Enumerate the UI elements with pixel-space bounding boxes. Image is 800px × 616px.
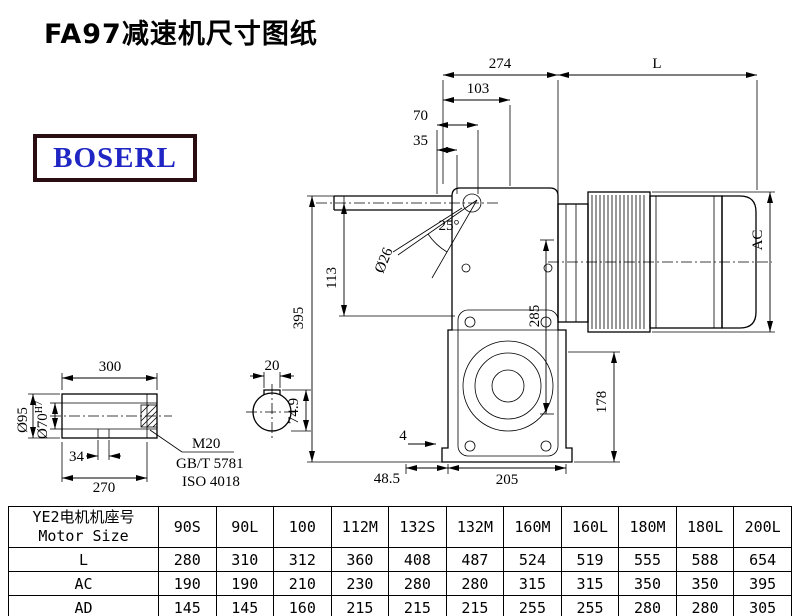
dim-285-label: 285 [527,305,543,328]
value-cell: 350 [618,571,677,596]
value-cell: 215 [388,595,447,616]
table-row: AD 145 145 160 215 215 215 255 255 280 2… [8,595,792,616]
dia-70h7-label: Ø70H7 [34,401,51,439]
value-cell: 305 [733,595,792,616]
value-cell: 588 [675,547,735,572]
dia-26-label: Ø26 [372,245,397,275]
value-cell: 315 [560,571,620,596]
column-header: 132S [388,506,447,548]
dim-34-label: 34 [69,449,85,465]
dim-AC-label: AC [750,230,766,251]
dia-95-label: Ø95 [15,407,31,433]
value-cell: 190 [158,571,217,596]
column-header: 100 [273,506,332,548]
value-cell: 210 [273,571,332,596]
table-row: AC 190 190 210 230 280 280 315 315 350 3… [8,571,792,596]
value-cell: 555 [618,547,677,572]
dim-74-9-label: 74.9 [286,398,302,424]
dimension-lines [28,72,775,482]
dim-4-label: 4 [399,428,407,444]
row-label: L [8,547,159,572]
dim-L-label: L [652,56,661,72]
value-cell: 310 [215,547,275,572]
dim-178-label: 178 [594,391,610,414]
value-cell: 524 [503,547,562,572]
drawing-title: FA97减速机尺寸图纸 [44,19,318,50]
dim-395-label: 395 [291,307,307,330]
row-label: AD [8,595,159,616]
value-cell: 280 [675,595,735,616]
value-cell: 408 [388,547,447,572]
value-cell: 230 [330,571,390,596]
dim-48-5-label: 48.5 [374,471,400,487]
h7-tolerance: H7 [34,401,45,413]
value-cell: 315 [503,571,562,596]
dim-103-label: 103 [467,81,490,97]
value-cell: 145 [215,595,275,616]
motor [548,191,772,333]
output-shaft [316,193,500,279]
value-cell: 145 [158,595,217,616]
m20-label: M20 [192,436,220,452]
column-header: 180M [618,506,677,548]
dimension-labels: 274 L 103 70 35 25° Ø26 395 113 285 AC 1… [15,56,766,496]
table-header-row: YE2电机机座号 Motor Size 90S 90L 100 112M 132… [8,506,792,548]
value-cell: 280 [388,571,447,596]
value-cell: 654 [733,547,792,572]
value-cell: 215 [330,595,390,616]
column-header: 132M [445,506,505,548]
dim-300-label: 300 [99,359,122,375]
value-cell: 360 [330,547,390,572]
iso-4018-label: ISO 4018 [182,474,240,490]
column-header: 200L [733,506,792,548]
value-cell: 487 [445,547,505,572]
dimension-drawing: 274 L 103 70 35 25° Ø26 395 113 285 AC 1… [15,56,775,496]
value-cell: 190 [215,571,275,596]
dim-205-label: 205 [496,472,519,488]
motor-size-header-cn: YE2电机机座号 [32,508,135,526]
gbt-5781-label: GB/T 5781 [176,456,244,472]
dim-113-label: 113 [324,267,340,289]
motor-size-table: YE2电机机座号 Motor Size 90S 90L 100 112M 132… [8,506,792,616]
bore-key-section [246,384,298,440]
boserl-logo-text: BOSERL [53,141,177,174]
value-cell: 255 [503,595,562,616]
dim-70-label: 70 [413,108,428,124]
value-cell: 280 [158,547,217,572]
dim-274-label: 274 [489,56,512,72]
column-header: 112M [330,506,390,548]
dim-35-label: 35 [413,133,428,149]
angle-25-label: 25° [439,218,460,234]
value-cell: 312 [273,547,332,572]
value-cell: 350 [675,571,735,596]
value-cell: 395 [733,571,792,596]
column-header: 160M [503,506,562,548]
column-header: 180L [675,506,735,548]
gearbox-housing [441,187,573,463]
row-label: AC [8,571,159,596]
value-cell: 160 [273,595,332,616]
motor-size-header-en: Motor Size [38,527,129,545]
value-cell: 519 [560,547,620,572]
value-cell: 280 [618,595,677,616]
column-header: 90S [158,506,217,548]
column-header: 160L [560,506,620,548]
dim-20-label: 20 [265,358,280,374]
dia-70-value: Ø70 [35,413,51,439]
column-header: 90L [215,506,275,548]
value-cell: 255 [560,595,620,616]
value-cell: 215 [445,595,505,616]
boserl-logo: BOSERL [33,134,197,182]
dim-270-label: 270 [93,480,116,496]
motor-size-header: YE2电机机座号 Motor Size [8,506,159,548]
hollow-shaft-detail [50,393,234,453]
value-cell: 280 [445,571,505,596]
table-row: L 280 310 312 360 408 487 524 519 555 58… [8,547,792,572]
